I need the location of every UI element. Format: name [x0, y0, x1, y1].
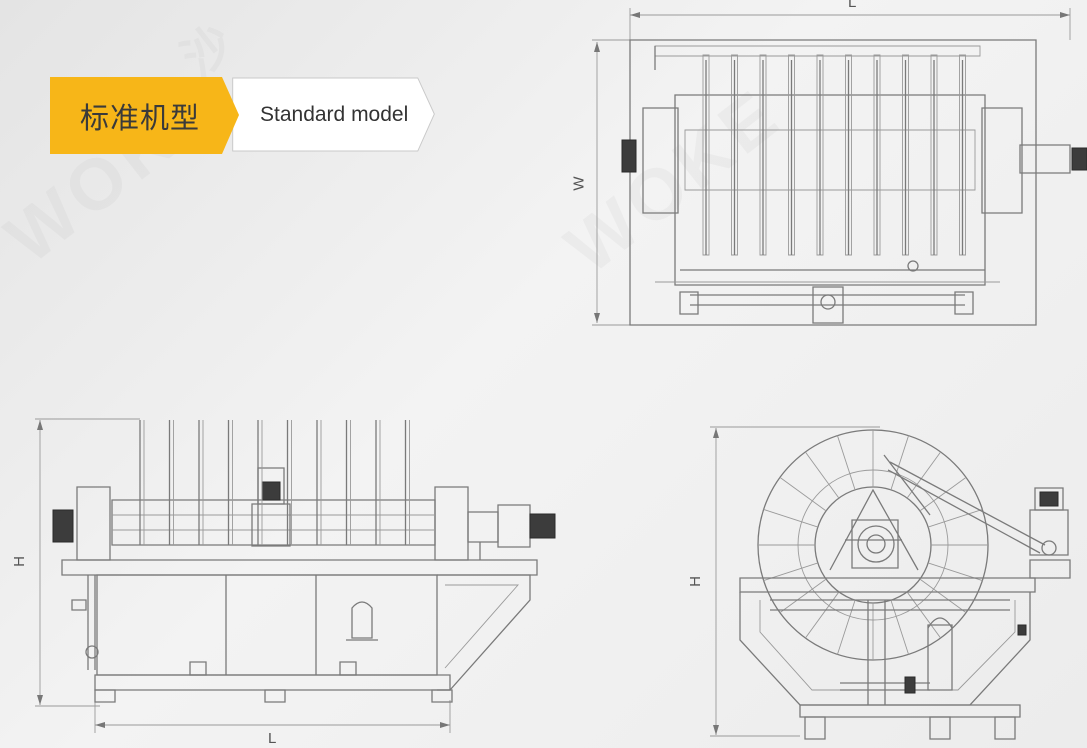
drum-spoke: [780, 579, 826, 613]
dimension-label-length: L: [268, 730, 277, 747]
dimension-label-height: H: [686, 576, 704, 587]
dimension-label-length: L: [848, 0, 857, 11]
dimension-label-width: W: [570, 176, 588, 191]
drum-spoke: [907, 592, 941, 638]
drum-spoke: [920, 477, 966, 511]
drum-spoke: [764, 509, 818, 527]
drum-spoke: [891, 436, 909, 490]
drum-spoke: [907, 452, 941, 498]
drum-spoke: [837, 600, 855, 654]
drum-spoke: [837, 436, 855, 490]
drum-spoke: [928, 509, 982, 527]
side-view-drawing: [700, 415, 1087, 748]
model-badge: 标准机型 Standard model: [50, 77, 440, 154]
dimension-label-height: H: [10, 556, 28, 567]
badge-accent: [50, 77, 239, 154]
badge-outline: [232, 77, 435, 152]
drum-spoke: [805, 452, 839, 498]
drum-spoke: [780, 477, 826, 511]
drum-spoke: [805, 592, 839, 638]
front-view-drawing: [30, 410, 570, 748]
badge-title-en: Standard model: [260, 103, 409, 126]
badge-title-cn: 标准机型: [80, 101, 201, 135]
drum-spoke: [891, 600, 909, 654]
drum-spoke: [920, 579, 966, 613]
top-view-drawing: [585, 0, 1087, 335]
